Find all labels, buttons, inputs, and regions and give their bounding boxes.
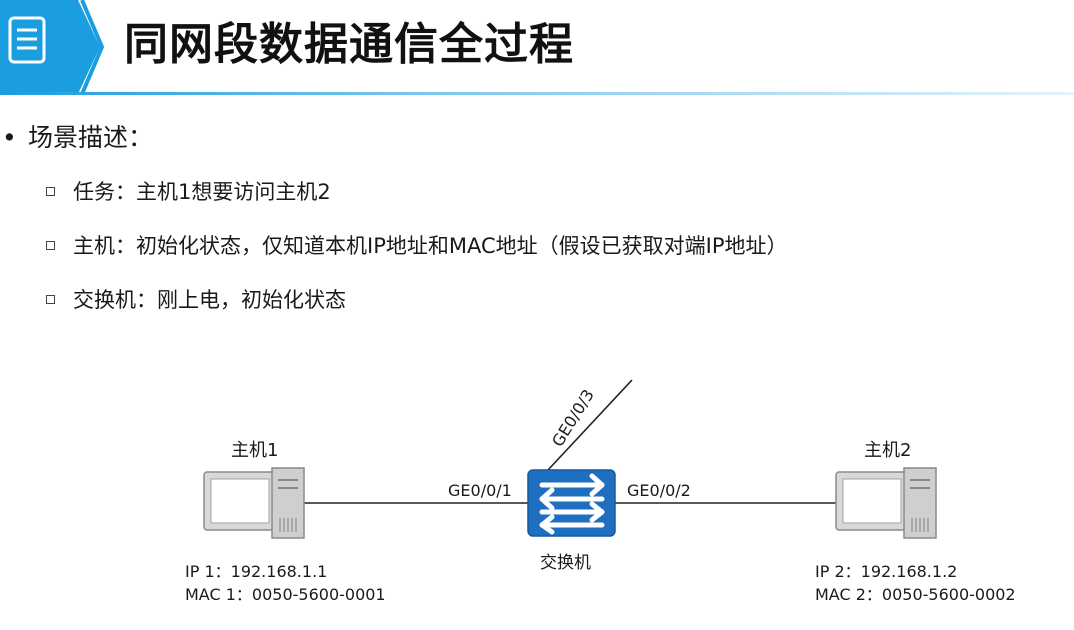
page-title: 同网段数据通信全过程 xyxy=(124,19,574,70)
list-item: 主机：初始化状态，仅知道本机IP地址和MAC地址（假设已获取对端IP地址） xyxy=(46,230,788,260)
host1-ip: IP 1：192.168.1.1 xyxy=(185,562,328,581)
bullet-dot: • xyxy=(2,123,17,152)
link-switch-uplink xyxy=(547,379,633,471)
header-divider xyxy=(0,92,1074,95)
host2-mac: MAC 2：0050-5600-0002 xyxy=(815,585,1016,604)
host2-ip: IP 2：192.168.1.2 xyxy=(815,562,958,581)
document-list-icon xyxy=(8,16,46,64)
square-bullet-icon xyxy=(46,240,55,250)
scene-heading: • 场景描述： xyxy=(0,118,153,154)
port-label-ge001: GE0/0/1 xyxy=(448,481,512,500)
host2-name: 主机2 xyxy=(864,440,912,461)
header-chevron xyxy=(80,0,104,94)
scene-heading-text: 场景描述： xyxy=(28,123,154,152)
switch-name: 交换机 xyxy=(540,553,591,573)
desktop-computer-icon xyxy=(835,467,937,539)
square-bullet-icon xyxy=(46,186,55,196)
host1-name: 主机1 xyxy=(231,440,279,461)
list-item: 交换机：刚上电，初始化状态 xyxy=(46,284,346,314)
list-item: 任务：主机1想要访问主机2 xyxy=(46,176,331,206)
port-label-ge002: GE0/0/2 xyxy=(627,481,691,500)
list-item-text: 任务：主机1想要访问主机2 xyxy=(73,180,331,204)
header-badge xyxy=(0,0,100,94)
desktop-computer-icon xyxy=(203,467,305,539)
host1-mac: MAC 1：0050-5600-0001 xyxy=(185,585,386,604)
list-item-text: 主机：初始化状态，仅知道本机IP地址和MAC地址（假设已获取对端IP地址） xyxy=(73,234,788,258)
switch-arrows-icon xyxy=(527,469,616,537)
square-bullet-icon xyxy=(46,294,55,304)
list-item-text: 交换机：刚上电，初始化状态 xyxy=(73,288,346,312)
